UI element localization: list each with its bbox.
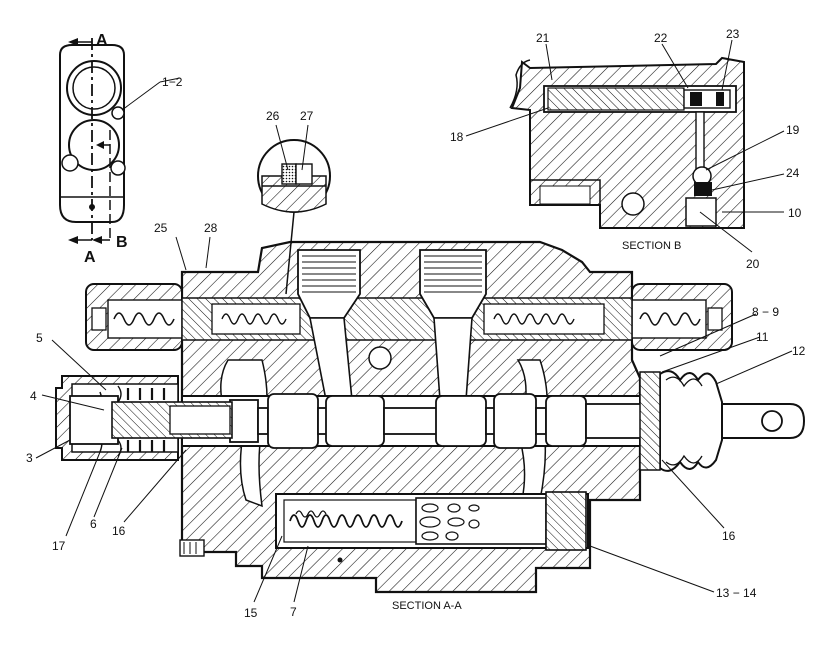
section-b-title: SECTION B	[622, 240, 681, 252]
callout-6: 6	[90, 517, 97, 531]
view-mark-a-bottom: A	[84, 249, 96, 266]
section-aa-leaders	[35, 77, 793, 603]
callout-16-right: 16	[722, 529, 736, 543]
callout-4: 4	[30, 389, 37, 403]
callout-1-2: 1−2	[162, 75, 183, 89]
callout-12: 12	[792, 344, 806, 358]
end-view	[59, 38, 161, 244]
callout-7: 7	[290, 605, 297, 619]
callout-19: 19	[786, 123, 800, 137]
section-b-leaders	[465, 39, 785, 253]
callout-21: 21	[536, 31, 550, 45]
spool	[229, 393, 647, 449]
callout-labels: 1−2 3 4 5 6 7 8 − 9 10 11 12 13 − 14 15 …	[26, 27, 806, 620]
callout-15: 15	[244, 606, 258, 620]
section-aa-title: SECTION A-A	[392, 600, 462, 612]
callout-28: 28	[204, 221, 218, 235]
callout-26: 26	[266, 109, 280, 123]
check-valve-holes	[419, 503, 480, 541]
view-mark-a-top: A	[96, 32, 108, 49]
section-b-view	[509, 56, 745, 229]
view-mark-b-bottom: B	[116, 234, 128, 251]
callout-23: 23	[726, 27, 740, 41]
callout-25: 25	[154, 221, 168, 235]
callout-8-9: 8 − 9	[752, 305, 779, 319]
detail-inset	[257, 139, 331, 295]
callout-18: 18	[450, 130, 464, 144]
callout-20: 20	[746, 257, 760, 271]
callout-17: 17	[52, 539, 66, 553]
callout-16-left: 16	[112, 524, 126, 538]
callout-11: 11	[756, 330, 769, 344]
callout-22: 22	[654, 31, 668, 45]
callout-3: 3	[26, 451, 33, 465]
callout-13-14: 13 − 14	[716, 586, 757, 600]
callout-10: 10	[788, 206, 802, 220]
callout-5: 5	[36, 331, 43, 345]
port-threads	[302, 255, 482, 293]
callout-24: 24	[786, 166, 800, 180]
callout-27: 27	[300, 109, 314, 123]
section-aa-view	[55, 240, 806, 594]
